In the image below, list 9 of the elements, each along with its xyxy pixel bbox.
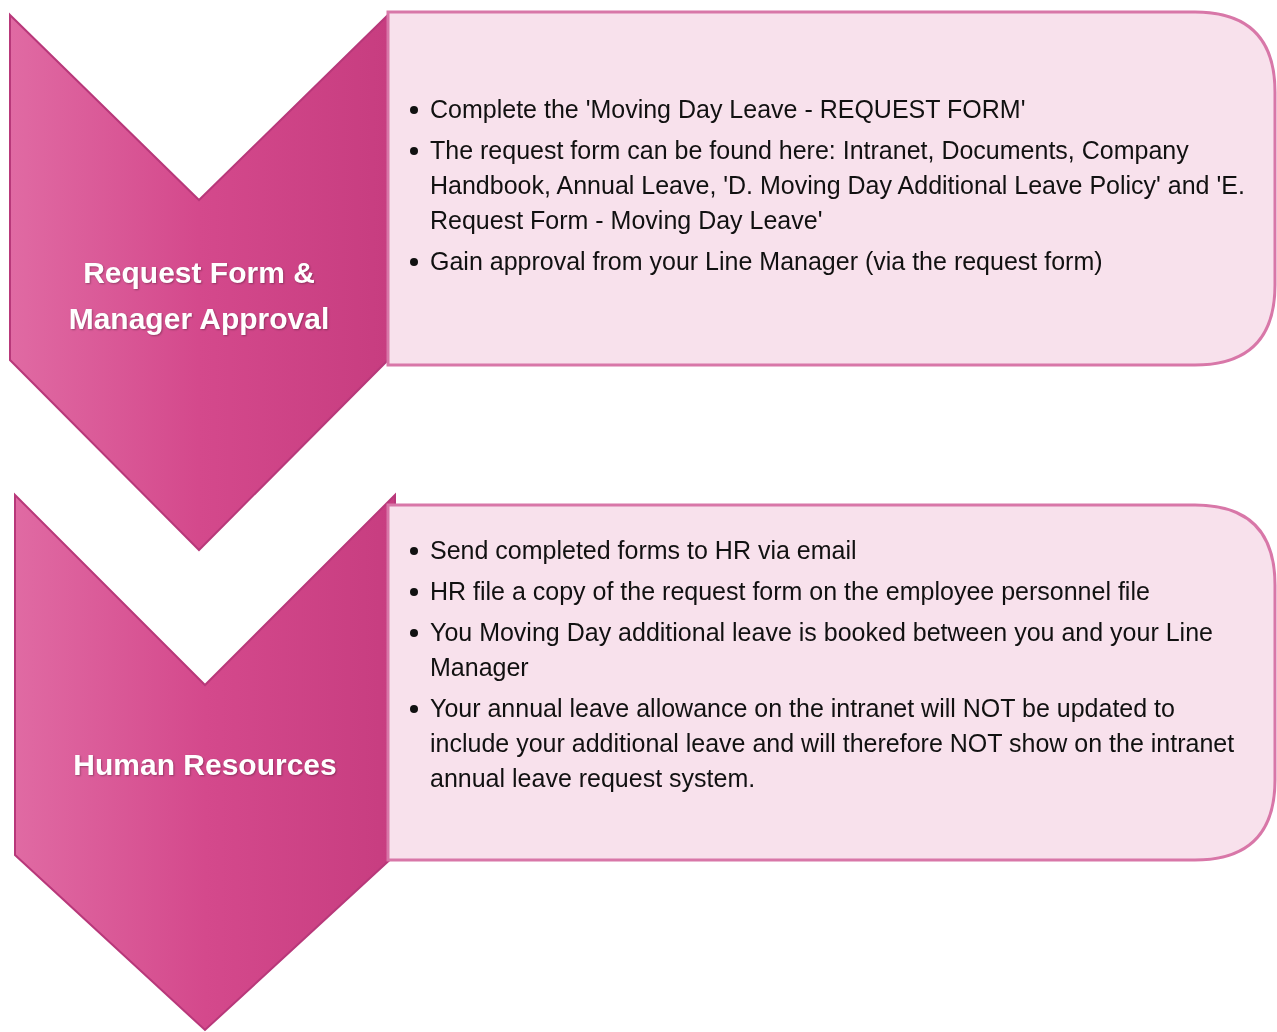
bullet-text: Complete the 'Moving Day Leave - REQUEST FORM' [430, 95, 1026, 123]
bullet-text: Send completed forms to HR via email [430, 536, 857, 564]
bullet-text: HR file a copy of the request form on the employee personnel file [430, 577, 1150, 605]
bullet-text: The request form can be found here: Intranet, Documents, Company Handbook, Annual Leave, 'D. Moving Day Additional Leave Policy' and 'E. Request Form - Moving Day Leave' [430, 136, 1245, 234]
bullet-text: Gain approval from your Line Manager (via the request form) [430, 247, 1103, 275]
bullet-text: You Moving Day additional leave is booked between you and your Line Manager [430, 618, 1213, 681]
step-title: Request Form & Manager Approval [67, 255, 331, 337]
step-title: Human Resources [72, 747, 338, 783]
bullet-text: Your annual leave allowance on the intranet will NOT be updated to include your additional leave and will therefore NOT show on the intranet annual leave request system. [430, 694, 1235, 792]
